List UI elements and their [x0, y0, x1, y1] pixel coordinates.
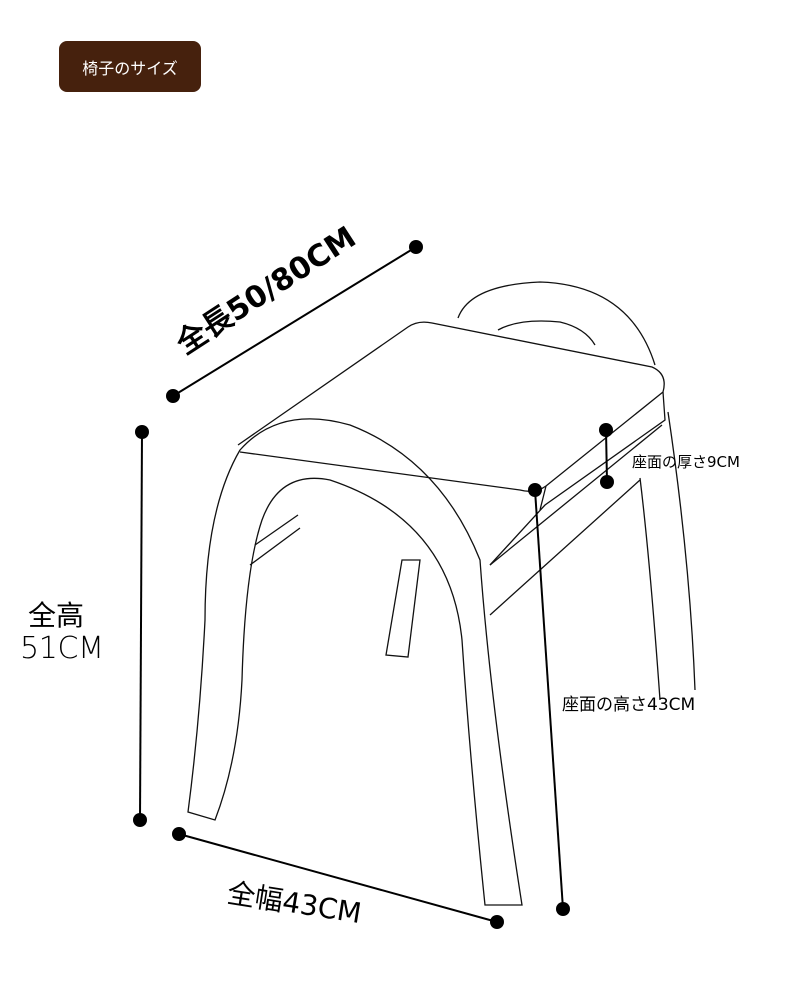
height-value: 51CM — [20, 631, 104, 666]
dimension-lines — [133, 240, 614, 929]
length-label: 全長50/80CM — [169, 220, 362, 362]
seat-thickness-label: 座面の厚さ9CM — [632, 453, 740, 471]
height-label: 全高 — [28, 599, 84, 632]
chair-illustration — [187, 281, 696, 906]
section-title-badge: 椅子のサイズ — [59, 41, 201, 92]
section-title: 椅子のサイズ — [82, 58, 178, 78]
seat-height-label: 座面の高さ43CM — [562, 695, 695, 715]
width-label: 全幅43CM — [225, 876, 364, 930]
